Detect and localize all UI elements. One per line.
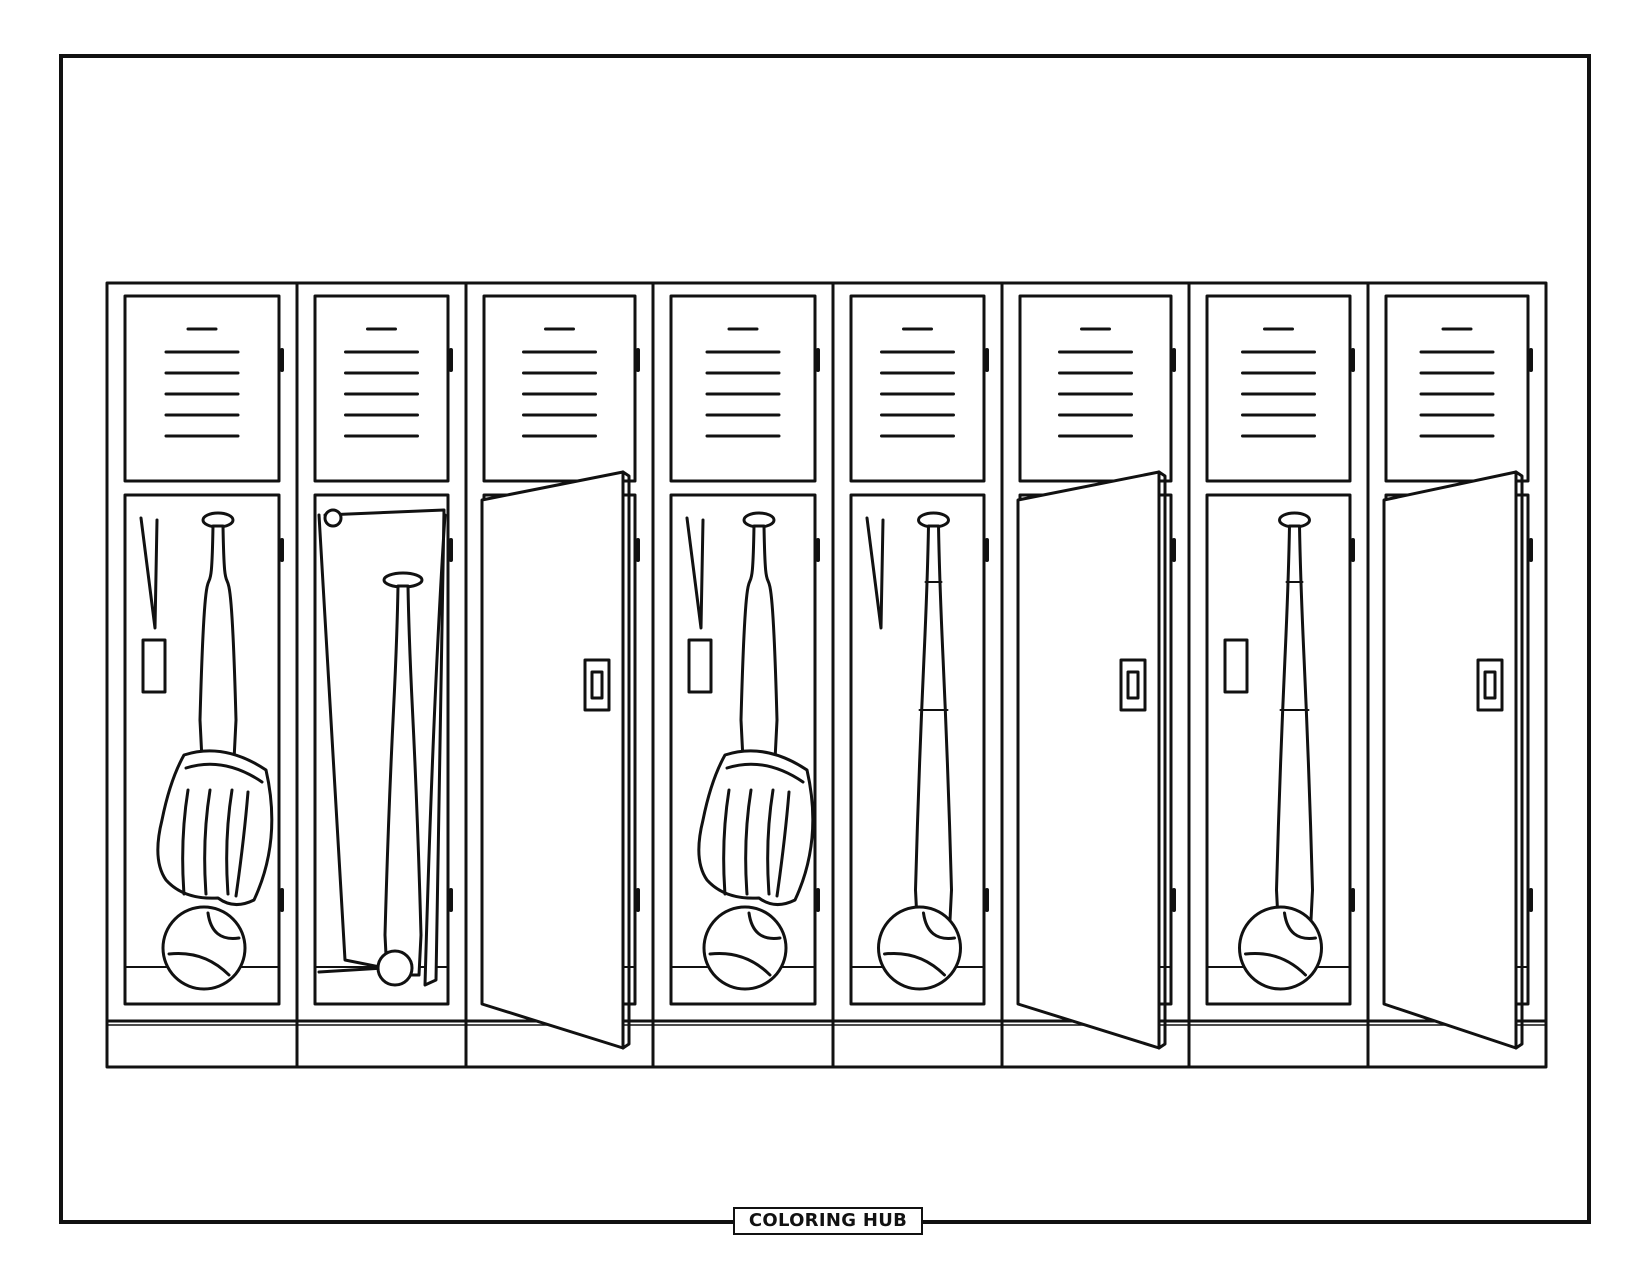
baseball-seam <box>206 911 241 940</box>
bat-knob <box>323 508 343 528</box>
door-latch <box>1476 658 1504 712</box>
glove-finger <box>775 790 791 898</box>
locker-vent-panel <box>482 294 637 483</box>
locker-5 <box>849 294 989 1006</box>
locker-bank <box>105 281 1548 1069</box>
baseball-seam <box>708 951 772 977</box>
locker-vent-panel <box>1018 294 1173 483</box>
glove-finger <box>744 788 753 896</box>
name-tag <box>141 638 167 694</box>
open-door-edge <box>1514 470 1524 1050</box>
baseball-seam <box>883 951 946 977</box>
baseball-glove <box>156 749 274 906</box>
locker-4 <box>669 294 820 1006</box>
baseball-seam <box>922 911 956 940</box>
locker-3 <box>480 294 640 1050</box>
baseball-seam <box>747 911 782 940</box>
glove-finger <box>234 790 250 898</box>
door-latch-slot <box>590 670 604 700</box>
open-door-edge <box>621 470 631 1050</box>
locker-vent-panel <box>313 294 450 483</box>
open-door <box>480 470 625 1050</box>
baseball-seam <box>1283 911 1317 940</box>
door-latch <box>1119 658 1147 712</box>
locker-vent-panel <box>1205 294 1352 483</box>
door-latch-slot <box>1483 670 1497 700</box>
locker-7 <box>1205 294 1355 1006</box>
glove-finger <box>181 788 190 896</box>
baseball-seam <box>1244 951 1307 977</box>
baseball <box>1238 905 1323 991</box>
name-tag <box>687 638 713 694</box>
bat-leaning <box>317 513 387 974</box>
glove-band <box>725 762 805 784</box>
glove-finger <box>225 788 234 896</box>
baseball-bat <box>383 584 423 977</box>
locker-8 <box>1382 294 1533 1050</box>
towel <box>323 508 447 987</box>
open-door-edge <box>1157 470 1167 1050</box>
door-latch <box>583 658 611 712</box>
coat-hook <box>139 516 159 630</box>
locker-vent-panel <box>849 294 986 483</box>
glove-finger <box>766 788 775 896</box>
locker-2 <box>313 294 453 1006</box>
glove-finger <box>203 788 212 896</box>
baseball <box>877 905 962 991</box>
glove-finger <box>722 788 731 896</box>
locker-vent-panel <box>123 294 281 483</box>
locker-vent-panel <box>669 294 817 483</box>
glove-band <box>184 762 264 784</box>
coat-hook <box>685 516 705 630</box>
open-door <box>1382 470 1518 1050</box>
open-door <box>1016 470 1161 1050</box>
baseball <box>376 949 414 987</box>
locker-6 <box>1016 294 1176 1050</box>
locker-1 <box>123 294 284 1006</box>
baseball-glove <box>697 749 815 906</box>
baseball <box>161 905 247 991</box>
door-latch-slot <box>1126 670 1140 700</box>
baseball-seam <box>167 951 231 977</box>
locker-vent-panel <box>1384 294 1530 483</box>
brand-label: COLORING HUB <box>733 1207 923 1235</box>
baseball <box>702 905 788 991</box>
name-tag <box>1223 638 1249 694</box>
coat-hook <box>865 516 885 630</box>
